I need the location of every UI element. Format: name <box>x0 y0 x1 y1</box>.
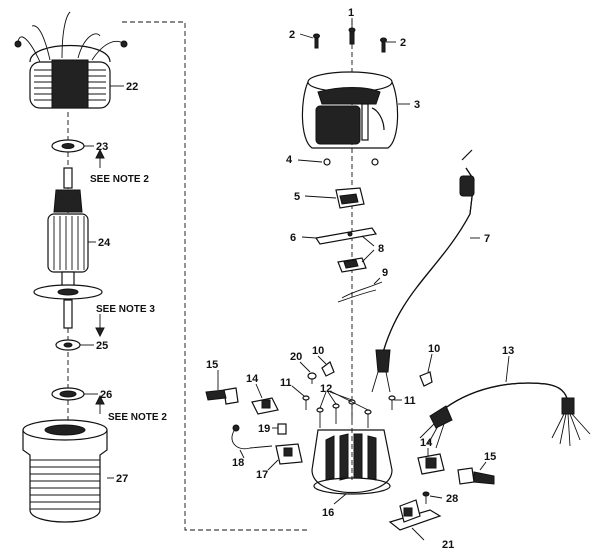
switch-17 <box>275 443 303 465</box>
wiring-bracket-line <box>122 21 310 531</box>
wire-18 <box>231 424 273 450</box>
screw-28 <box>422 491 430 504</box>
callout-20: 20 <box>290 351 302 363</box>
note-label-26: SEE NOTE 2 <box>108 412 167 423</box>
callout-11-left: 11 <box>280 377 292 389</box>
spring-9 <box>337 281 383 303</box>
extension-cord-13 <box>419 382 591 449</box>
callout-labels: 1 2 2 3 4 5 6 7 8 9 10 10 11 11 12 13 14… <box>96 7 514 551</box>
screw-1 <box>348 27 356 45</box>
washer-25 <box>55 339 81 351</box>
nuts-4 <box>323 158 379 166</box>
callout-26: 26 <box>100 389 112 401</box>
callout-23: 23 <box>96 141 108 153</box>
callout-9: 9 <box>382 267 388 279</box>
note-label-25: SEE NOTE 3 <box>96 304 155 315</box>
callout-5: 5 <box>294 191 300 203</box>
wire-nut-10-right <box>419 371 433 387</box>
callout-15-left: 15 <box>206 359 218 371</box>
switch-lever-6 <box>314 227 378 245</box>
callout-19: 19 <box>258 423 270 435</box>
callout-24: 24 <box>98 237 111 249</box>
screw-11-left <box>302 395 310 410</box>
callout-28: 28 <box>446 493 458 505</box>
leader-lines <box>80 18 510 541</box>
callout-10-right: 10 <box>428 343 440 355</box>
callout-7: 7 <box>484 233 490 245</box>
handle-cover-3 <box>301 71 399 149</box>
cord-protector-15-right <box>457 467 495 485</box>
callout-6: 6 <box>290 232 296 244</box>
trigger-8 <box>337 257 367 273</box>
callout-25: 25 <box>96 340 108 352</box>
callout-14-left: 14 <box>246 373 259 385</box>
power-cord-7 <box>371 149 475 393</box>
callout-15-right: 15 <box>484 451 496 463</box>
cord-protector-15-left <box>205 387 239 405</box>
callout-11-right: 11 <box>404 395 416 407</box>
callout-21: 21 <box>442 539 454 551</box>
terminal-19 <box>277 423 287 435</box>
callout-4: 4 <box>286 154 293 166</box>
note-label-23: SEE NOTE 2 <box>90 174 149 185</box>
callout-16: 16 <box>322 507 334 519</box>
clamp-14-right <box>417 453 445 475</box>
callout-14-right: 14 <box>420 437 433 449</box>
clamp-14-left <box>251 397 279 415</box>
callout-8: 8 <box>378 243 384 255</box>
callout-10-left: 10 <box>312 345 324 357</box>
callout-27: 27 <box>116 473 128 485</box>
bearing-23 <box>51 139 85 153</box>
callout-22: 22 <box>126 81 138 93</box>
note-arrows <box>95 148 105 414</box>
armature-24 <box>33 167 103 329</box>
handle-base-16 <box>311 429 393 495</box>
screw-2-left <box>313 33 320 49</box>
screw-2-right <box>380 37 387 53</box>
callout-2-right: 2 <box>400 37 406 49</box>
bearing-26 <box>51 387 85 401</box>
screw-11-right <box>388 395 396 410</box>
bracket-5 <box>335 187 365 209</box>
motor-housing-27 <box>22 419 108 523</box>
screws-12 <box>316 399 372 428</box>
callout-2-left: 2 <box>289 29 295 41</box>
callout-1: 1 <box>348 7 354 19</box>
callout-13: 13 <box>502 345 514 357</box>
cover-plate-21 <box>388 499 442 531</box>
callout-18: 18 <box>232 457 244 469</box>
callout-3: 3 <box>414 99 420 111</box>
screw-20 <box>307 372 317 384</box>
note-labels: SEE NOTE 2 SEE NOTE 3 SEE NOTE 2 <box>90 174 167 423</box>
callout-12: 12 <box>320 383 332 395</box>
wire-nut-10-left <box>321 361 335 377</box>
field-coil-22 <box>14 11 128 109</box>
callout-17: 17 <box>256 469 268 481</box>
